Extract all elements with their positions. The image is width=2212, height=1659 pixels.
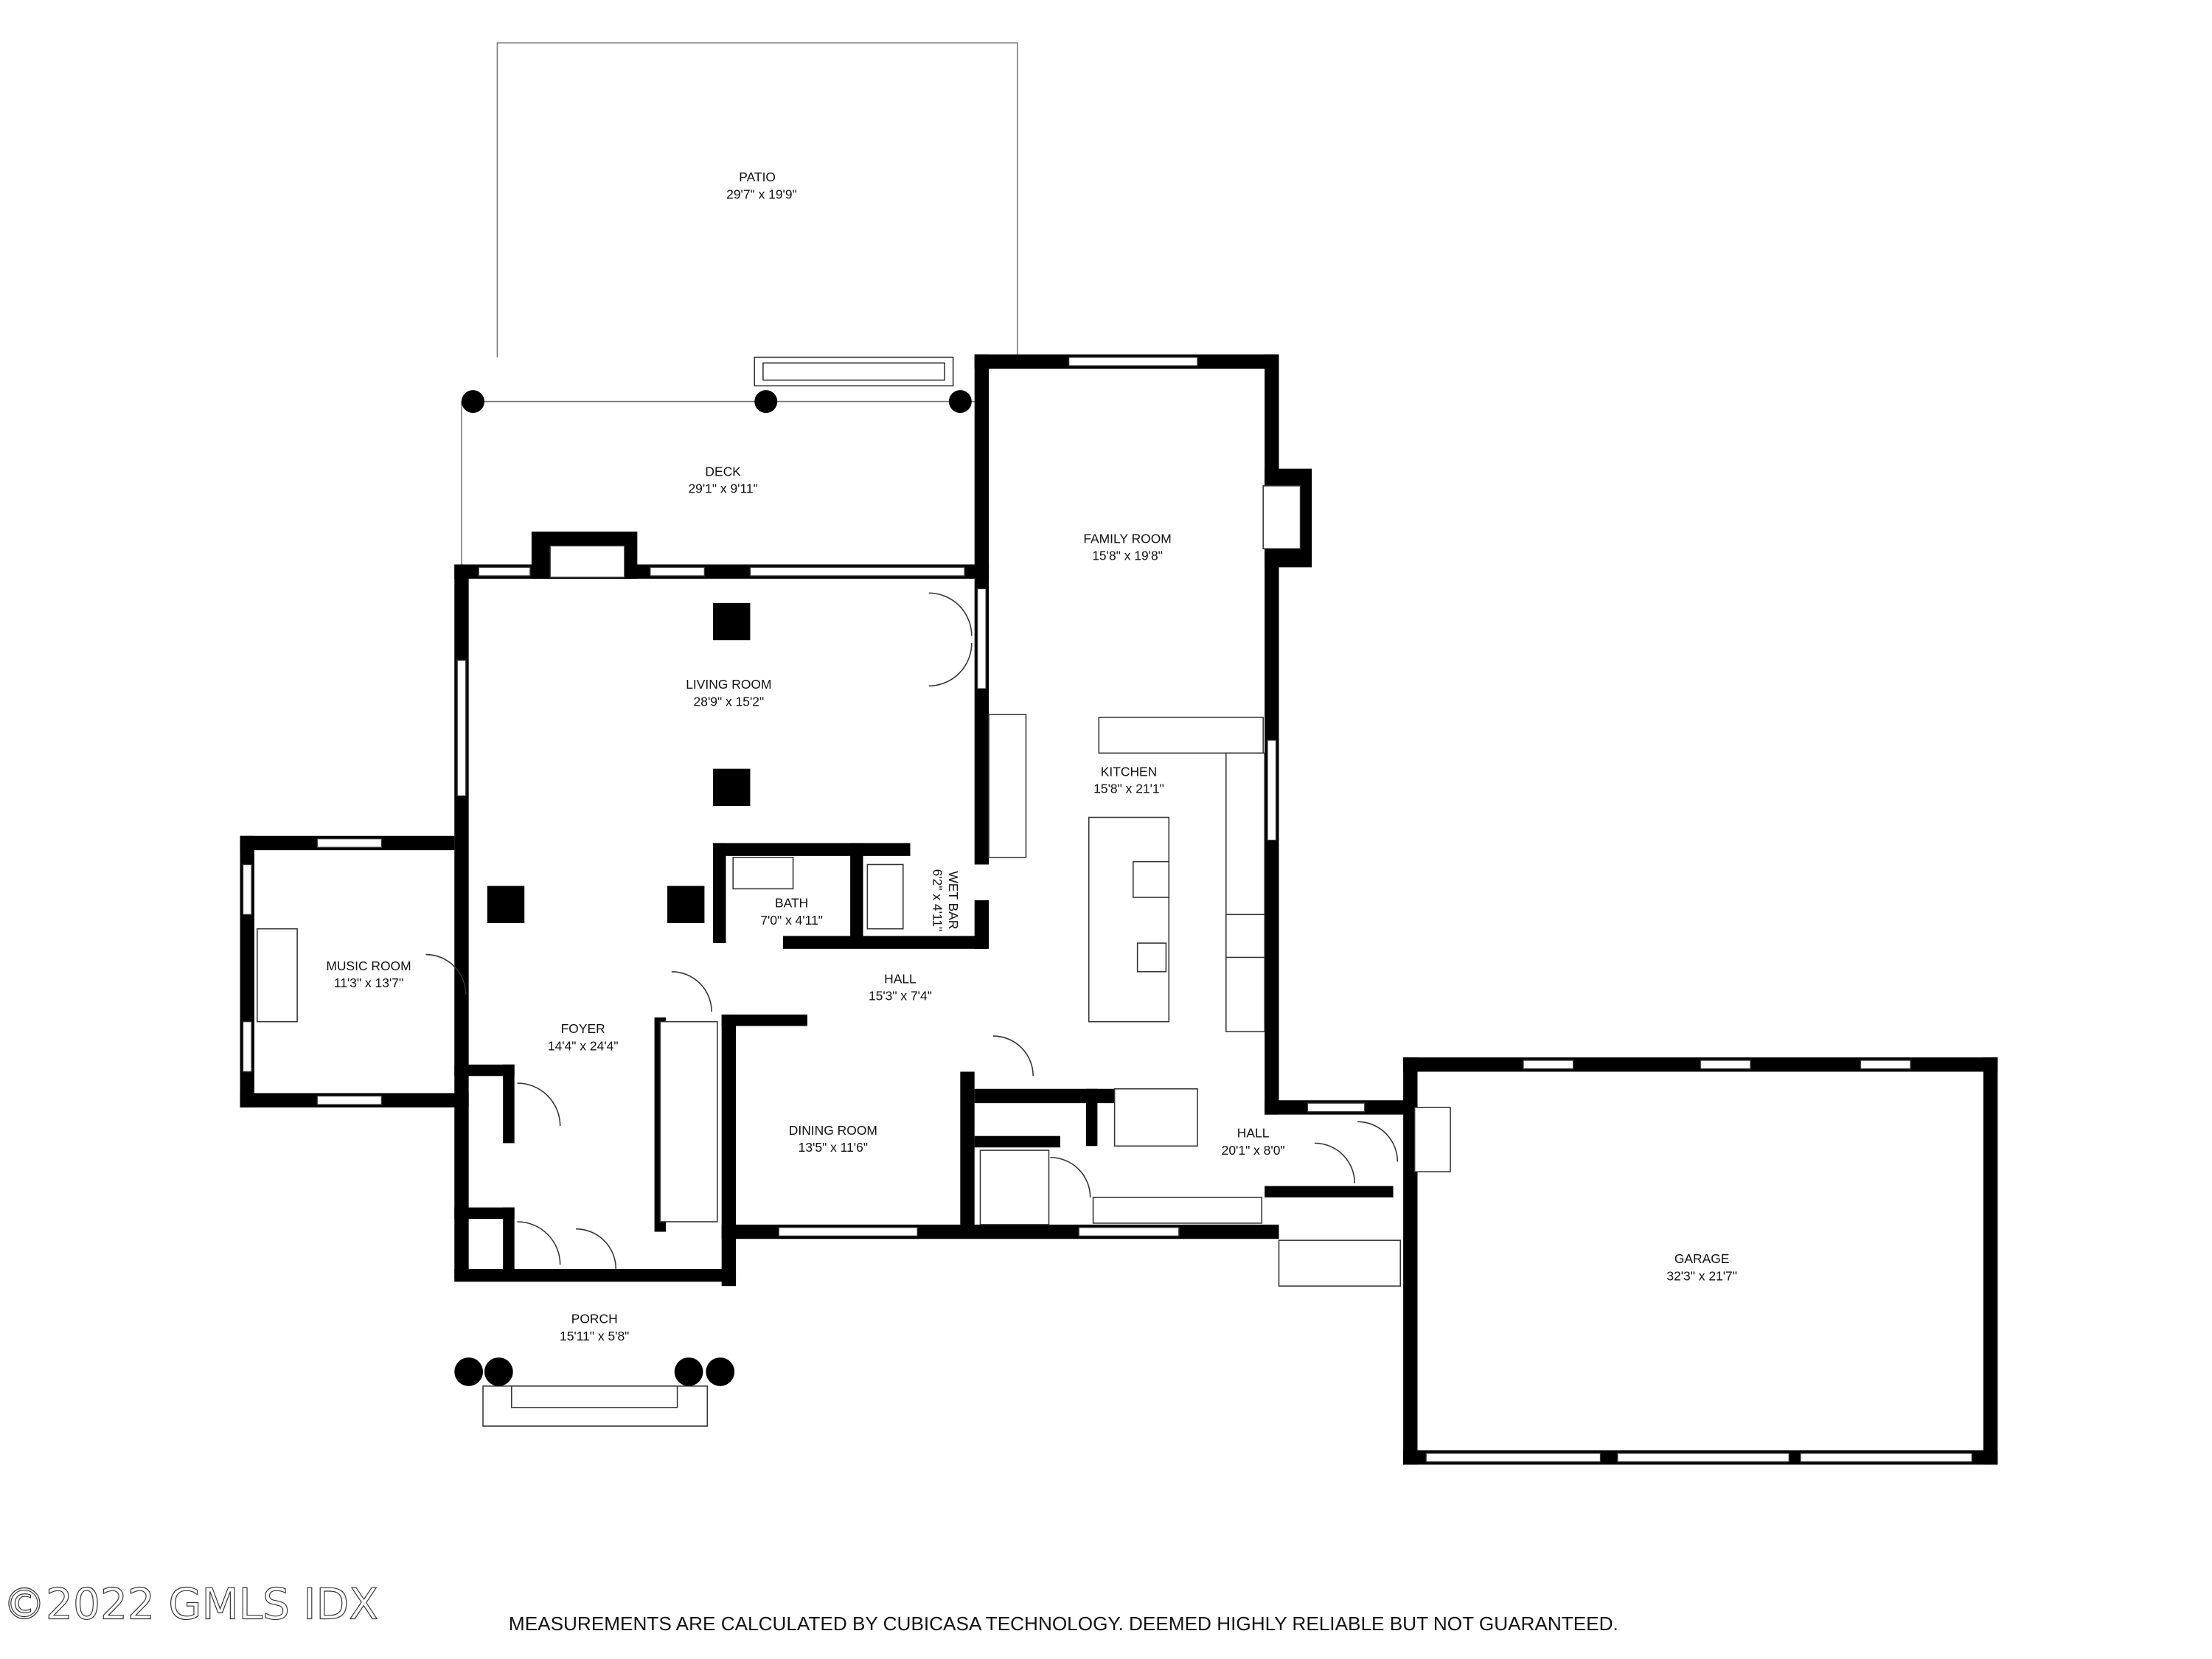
svg-text:29'7" x 19'9": 29'7" x 19'9"	[726, 187, 797, 201]
svg-text:28'9" x 15'2": 28'9" x 15'2"	[694, 694, 765, 709]
svg-text:WET BAR: WET BAR	[946, 871, 961, 929]
svg-text:HALL: HALL	[1237, 1126, 1270, 1141]
patio-outline	[496, 42, 1018, 358]
room-label-bath: BATH 7'0" x 4'11"	[760, 896, 823, 928]
room-label-music-room: MUSIC ROOM 11'3" x 13'7"	[326, 959, 411, 990]
svg-text:7'0" x 4'11": 7'0" x 4'11"	[760, 913, 823, 928]
svg-text:13'5" x 11'6": 13'5" x 11'6"	[799, 1140, 868, 1155]
room-label-family-room: FAMILY ROOM 15'8" x 19'8"	[1083, 531, 1171, 563]
svg-text:15'11" x 5'8": 15'11" x 5'8"	[560, 1329, 629, 1343]
porch-columns	[454, 1357, 735, 1386]
svg-text:11'3" x 13'7": 11'3" x 13'7"	[334, 975, 403, 990]
svg-text:LIVING ROOM: LIVING ROOM	[686, 677, 771, 692]
room-label-rear-hall: HALL 20'1" x 8'0"	[1222, 1126, 1285, 1158]
room-label-living-room: LIVING ROOM 28'9" x 15'2"	[686, 677, 771, 709]
svg-text:PORCH: PORCH	[571, 1312, 618, 1326]
svg-text:15'3" x 7'4": 15'3" x 7'4"	[869, 989, 932, 1004]
svg-text:DINING ROOM: DINING ROOM	[789, 1123, 877, 1138]
svg-text:DECK: DECK	[705, 464, 741, 479]
svg-text:PATIO: PATIO	[739, 170, 776, 184]
svg-text:15'8" x 19'8": 15'8" x 19'8"	[1092, 549, 1163, 563]
svg-text:GARAGE: GARAGE	[1674, 1251, 1730, 1266]
svg-text:20'1" x 8'0": 20'1" x 8'0"	[1222, 1143, 1285, 1158]
room-label-foyer: FOYER 14'4" x 24'4"	[548, 1021, 619, 1053]
svg-text:MUSIC ROOM: MUSIC ROOM	[326, 959, 411, 973]
deck-outline	[461, 356, 981, 565]
room-label-deck: DECK 29'1" x 9'11"	[688, 464, 757, 495]
room-label-garage: GARAGE 32'3" x 21'7"	[1666, 1251, 1737, 1283]
door-swings	[425, 592, 1399, 1269]
svg-text:BATH: BATH	[775, 896, 808, 911]
svg-text:FOYER: FOYER	[561, 1021, 605, 1036]
svg-text:HALL: HALL	[884, 971, 917, 986]
room-label-hall: HALL 15'3" x 7'4"	[869, 971, 932, 1003]
svg-text:29'1" x 9'11": 29'1" x 9'11"	[688, 481, 757, 496]
svg-text:32'3" x 21'7": 32'3" x 21'7"	[1666, 1268, 1737, 1283]
watermark: ©2022 GMLS IDX	[3, 1579, 378, 1630]
room-label-patio: PATIO 29'7" x 19'9"	[726, 170, 797, 201]
windows	[242, 356, 1973, 1463]
fixtures	[257, 485, 1451, 1427]
room-label-dining-room: DINING ROOM 13'5" x 11'6"	[789, 1123, 877, 1155]
svg-text:FAMILY ROOM: FAMILY ROOM	[1083, 531, 1171, 546]
room-label-kitchen: KITCHEN 15'8" x 21'1"	[1093, 764, 1164, 796]
disclaimer: MEASUREMENTS ARE CALCULATED BY CUBICASA …	[509, 1613, 1618, 1635]
svg-text:KITCHEN: KITCHEN	[1101, 764, 1158, 779]
room-label-porch: PORCH 15'11" x 5'8"	[560, 1312, 629, 1343]
svg-text:14'4" x 24'4": 14'4" x 24'4"	[548, 1038, 619, 1053]
svg-text:6'2" x 4'11": 6'2" x 4'11"	[931, 869, 945, 932]
deck-columns	[461, 390, 972, 414]
svg-text:15'8" x 21'1": 15'8" x 21'1"	[1093, 782, 1164, 796]
